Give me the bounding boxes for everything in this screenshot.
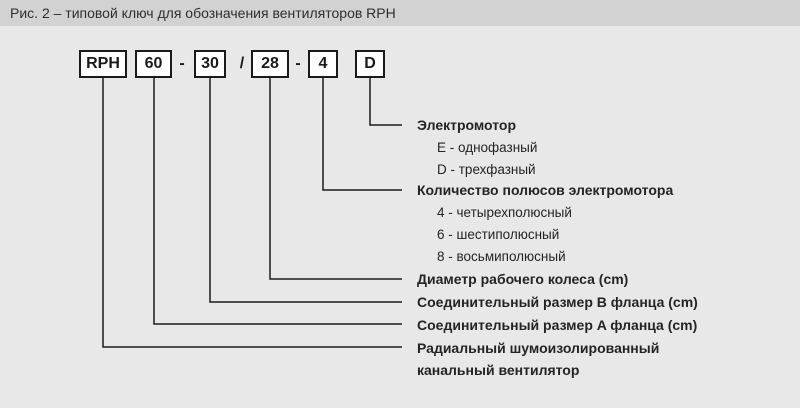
code-box-rph: RPH: [79, 50, 127, 78]
legend-heading-flange-size-a: Соединительный размер A фланца (cm): [417, 317, 698, 333]
legend-item-4-poles: 4 - четырехполюсный: [437, 205, 572, 220]
connector-line-30: [209, 78, 402, 303]
legend-item-e-single-phase: E - однофазный: [437, 140, 538, 155]
code-box-30: 30: [194, 50, 226, 78]
figure-caption-bar: Рис. 2 – типовой ключ для обозначения ве…: [0, 0, 800, 26]
code-box-28: 28: [251, 50, 289, 78]
code-box-4: 4: [308, 50, 338, 78]
connector-line-4: [322, 78, 402, 191]
code-box-d: D: [355, 50, 385, 78]
legend-heading-flange-size-b: Соединительный размер B фланца (cm): [417, 294, 698, 310]
legend-item-8-poles: 8 - восьмиполюсный: [437, 249, 566, 264]
code-box-60: 60: [135, 50, 172, 78]
connector-line-rph: [102, 78, 402, 348]
legend-heading-motor-poles: Количество полюсов электромотора: [417, 182, 674, 198]
legend-item-d-three-phase: D - трехфазный: [437, 162, 536, 177]
connector-line-60: [153, 78, 402, 325]
legend-item-6-poles: 6 - шестиполюсный: [437, 227, 560, 242]
code-separator-dash-1: -: [179, 55, 185, 72]
legend-heading-electromotor: Электромотор: [417, 117, 517, 133]
figure-caption: Рис. 2 – типовой ключ для обозначения ве…: [10, 5, 396, 21]
code-separator-slash: /: [239, 55, 245, 72]
connector-line-28: [269, 78, 402, 280]
legend-heading-impeller-diameter: Диаметр рабочего колеса (cm): [417, 271, 629, 287]
connector-line-d: [369, 78, 402, 126]
code-separator-dash-2: -: [295, 55, 301, 72]
legend-heading-fan-type: Радиальный шумоизолированный канальный в…: [417, 340, 660, 378]
